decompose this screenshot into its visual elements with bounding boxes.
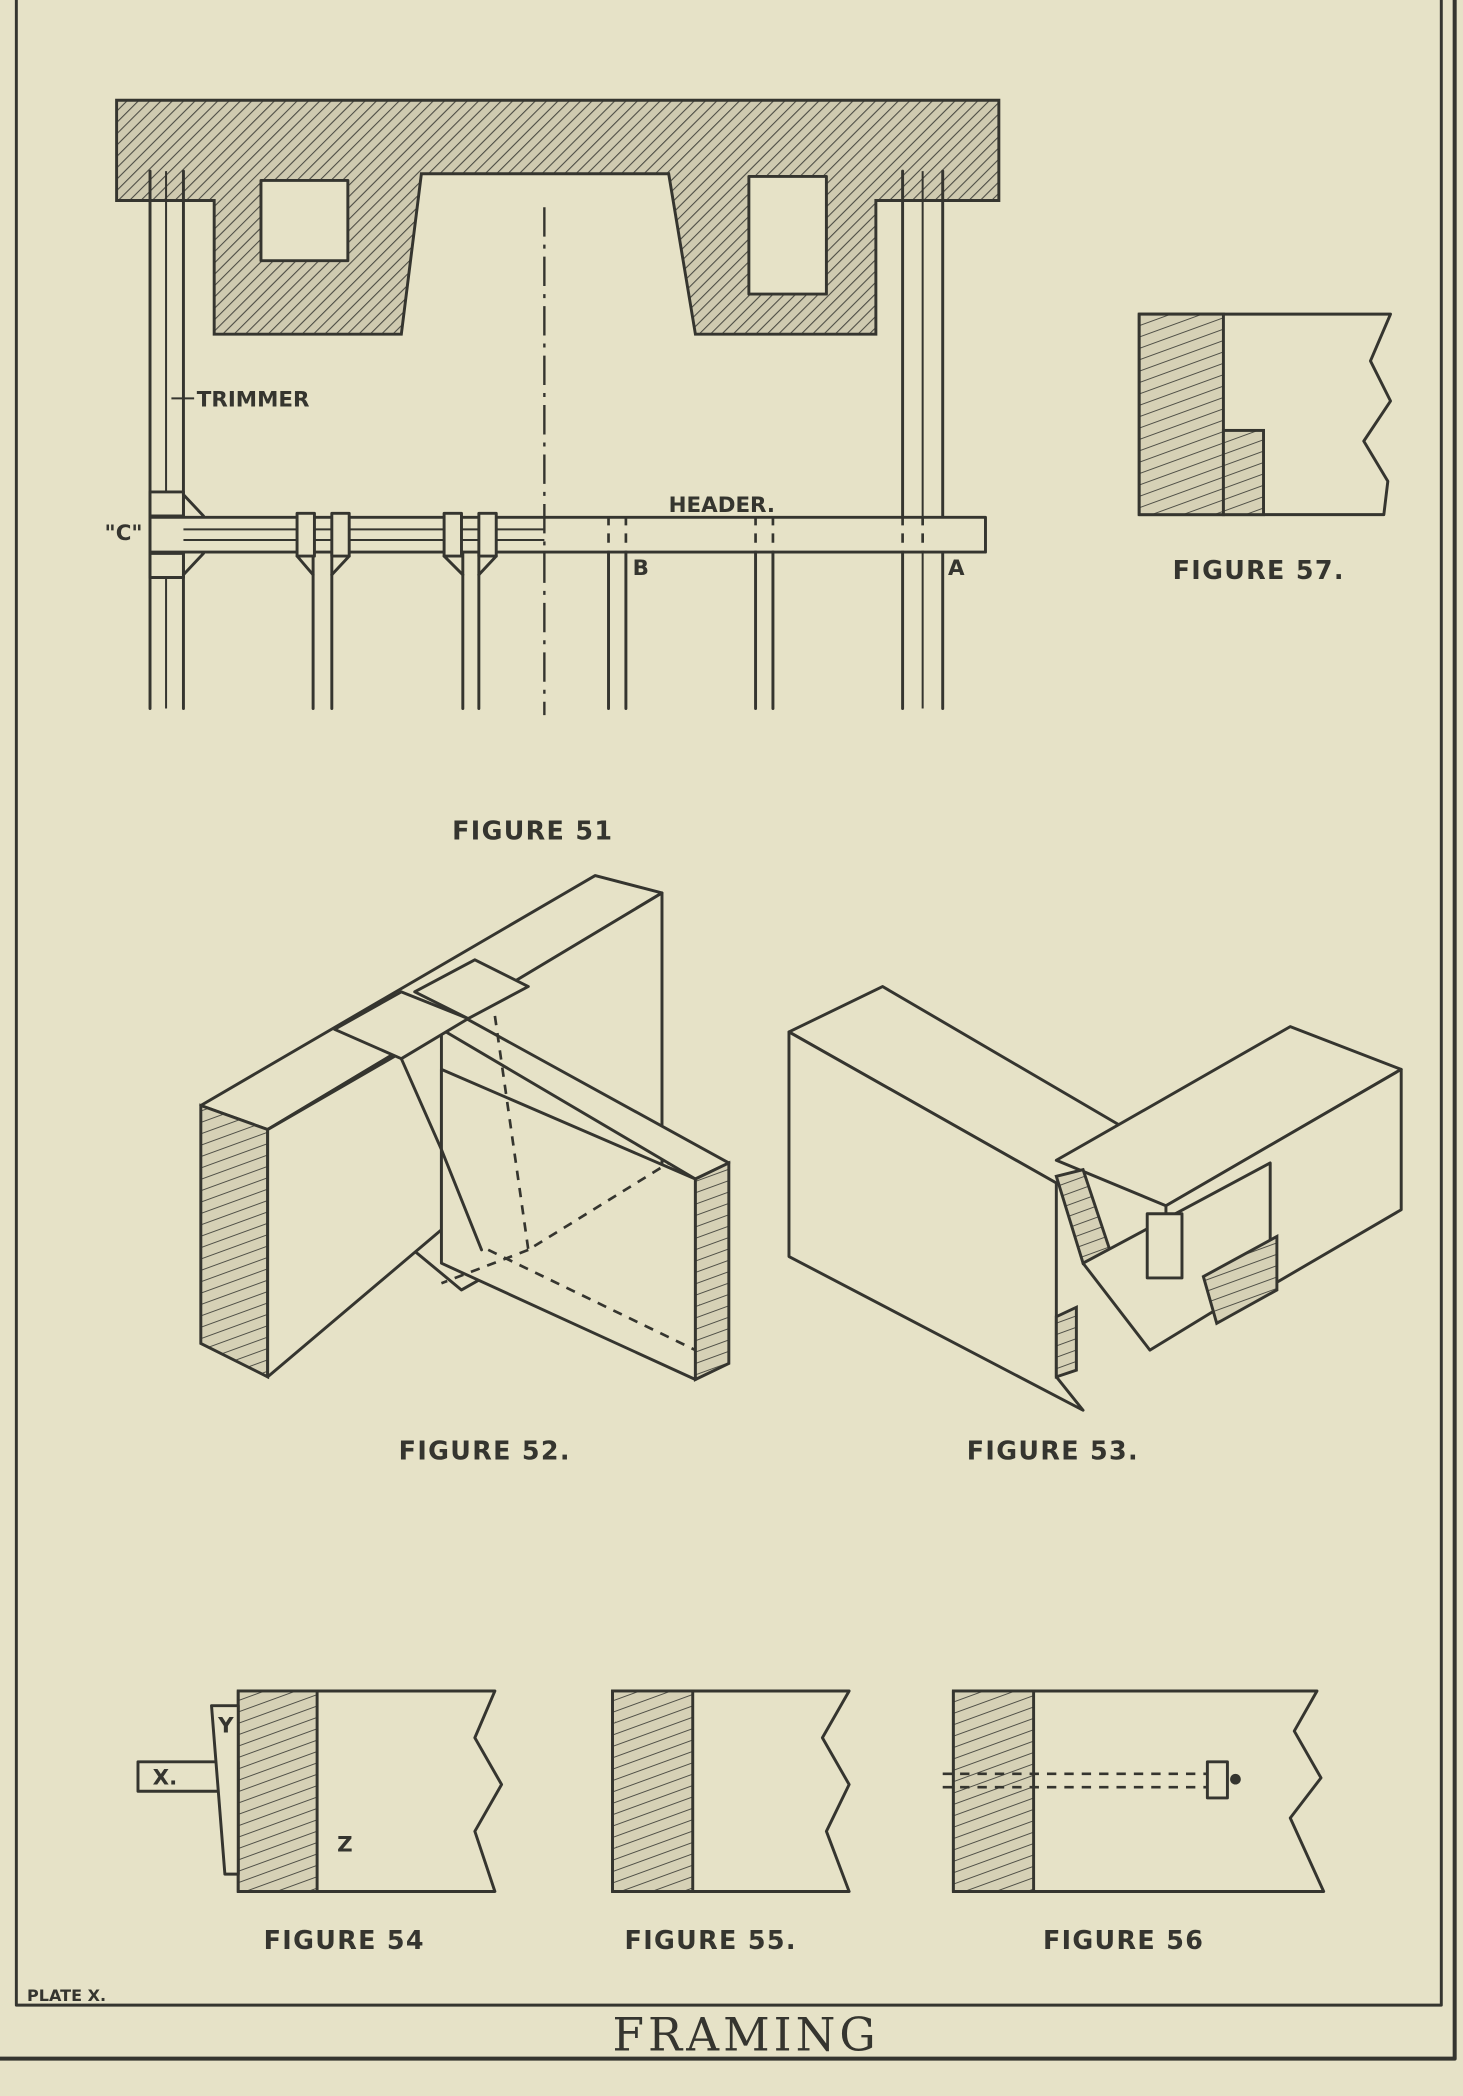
tail-joists [295,511,924,710]
trimmer-right [901,169,945,710]
figure-56: FIGURE 56 [942,1689,1326,1955]
figure-56-caption: FIGURE 56 [1043,1925,1204,1955]
header-beam [148,490,987,579]
figure-57-caption: FIGURE 57. [1173,555,1345,585]
trimmer-left [148,169,185,710]
figure-51: TRIMMER HEADER. "C" A B FIGURE 51 [105,98,1001,845]
figure-51-caption: FIGURE 51 [452,815,613,845]
flue-right [747,174,828,296]
label-a: A [948,556,965,581]
figure-54: X. Y Z FIGURE 54 [136,1689,504,1955]
chimney-breast-section [115,98,1001,336]
label-y: Y [217,1713,234,1738]
trimmer-label: TRIMMER [197,387,310,412]
figure-55-caption: FIGURE 55. [625,1925,797,1955]
figure-52-caption: FIGURE 52. [399,1436,571,1466]
header-label: HEADER. [669,493,775,518]
plate-title: FRAMING [613,2009,880,2062]
figure-57: FIGURE 57. [1137,312,1392,585]
label-z: Z [337,1832,352,1857]
label-x: X. [153,1766,178,1791]
figure-52: FIGURE 52. [199,874,731,1466]
figure-53-caption: FIGURE 53. [967,1436,1139,1466]
plate-border [0,0,1457,2061]
figure-53: FIGURE 53. [787,985,1403,1466]
plate-number: PLATE X. [27,1986,106,2005]
figure-55: FIGURE 55. [611,1689,851,1955]
flue-left [259,178,350,263]
label-c: "C" [105,521,143,546]
figure-54-caption: FIGURE 54 [264,1925,425,1955]
label-b: B [633,556,649,581]
